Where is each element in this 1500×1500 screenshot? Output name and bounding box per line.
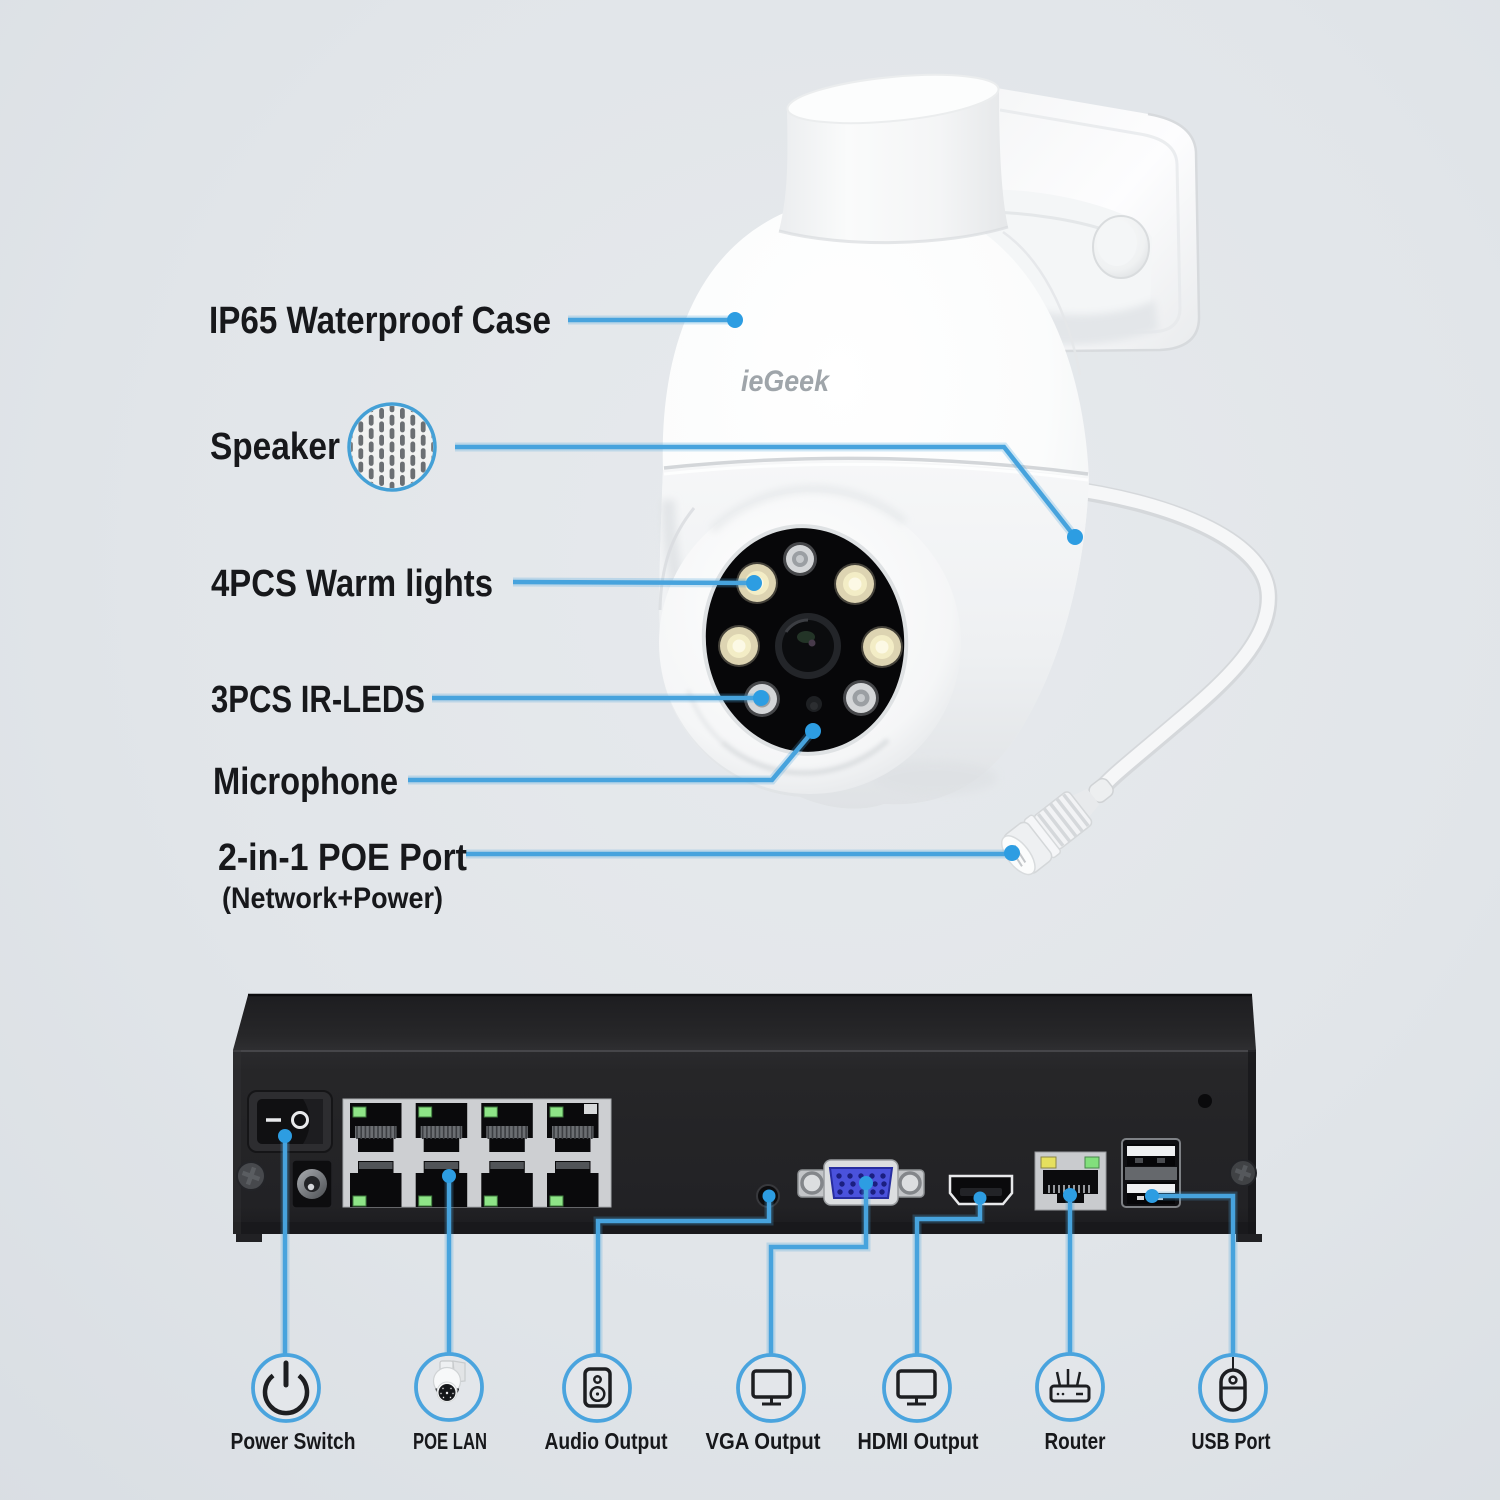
svg-text:HDMI Output: HDMI Output [858, 1428, 979, 1454]
svg-text:POE LAN: POE LAN [413, 1428, 487, 1454]
svg-text:3PCS IR-LEDS: 3PCS IR-LEDS [211, 679, 425, 721]
svg-text:USB Port: USB Port [1192, 1428, 1271, 1454]
svg-text:Power Switch: Power Switch [231, 1428, 356, 1454]
svg-text:(Network+Power): (Network+Power) [222, 882, 443, 915]
svg-text:Microphone: Microphone [213, 761, 398, 803]
svg-text:Speaker: Speaker [210, 426, 340, 468]
svg-text:IP65 Waterproof Case: IP65 Waterproof Case [209, 300, 551, 342]
svg-text:Audio Output: Audio Output [545, 1428, 668, 1454]
svg-text:4PCS Warm lights: 4PCS Warm lights [211, 563, 493, 605]
svg-text:Router: Router [1045, 1428, 1106, 1454]
svg-text:ieGeek: ieGeek [741, 365, 830, 398]
svg-text:VGA Output: VGA Output [706, 1428, 821, 1454]
svg-text:2-in-1 POE Port: 2-in-1 POE Port [218, 837, 467, 879]
